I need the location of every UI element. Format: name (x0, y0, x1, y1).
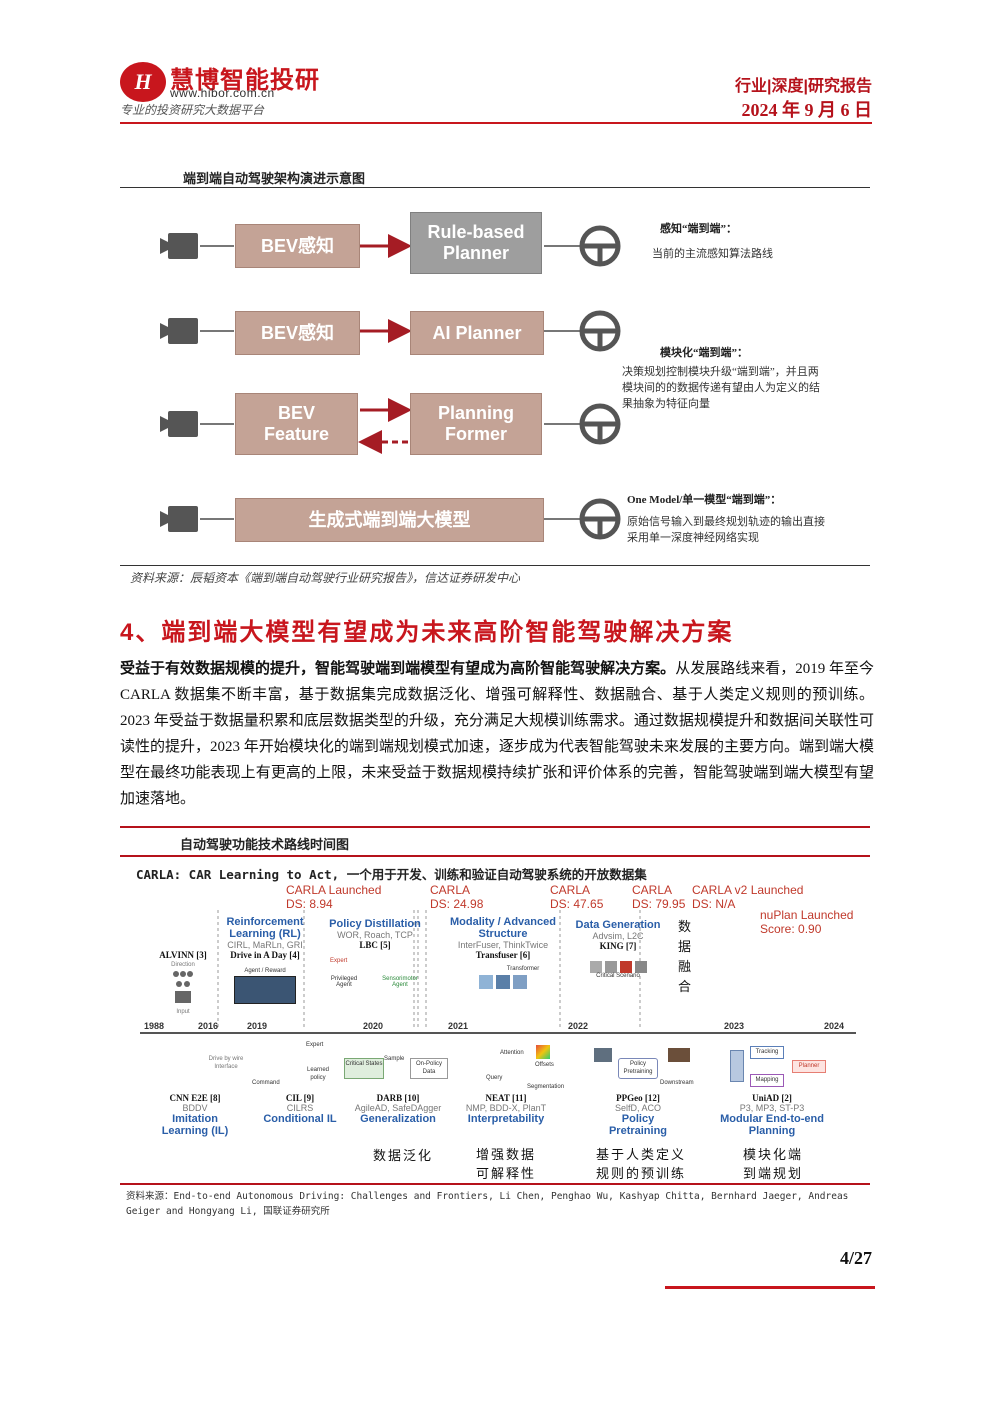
note-modular-title: 模块化“端到端”： (660, 347, 748, 359)
camera-icon (160, 506, 198, 532)
group-policy-pretraining: PPGeo [12] SelfD, ACO Policy Pretraining (608, 1093, 668, 1137)
note-modular-body: 决策规划控制模块升级“端到端”，并且两模块间的的数据传递有望由人为定义的结果抽象… (622, 366, 820, 410)
command-label: Command (252, 1080, 280, 1086)
figure2-title: 自动驾驶功能技术路线时间图 (180, 837, 350, 852)
steering-wheel-icon (579, 403, 621, 445)
section-paragraph: 受益于有效数据规模的提升，智能驾驶端到端模型有望成为高阶智能驾驶解决方案。从发展… (120, 656, 874, 812)
learned-policy-label: Learned policy (306, 1067, 330, 1081)
note-one-model-title: One Model/单一模型“端到端”： (627, 494, 782, 506)
logo-mark-icon: H (120, 62, 166, 102)
group-modular-e2e-planning: UniAD [2] P3, MP3, ST-P3 Modular End-to-… (720, 1093, 824, 1137)
bev-perception-box-2: BEV感知 (235, 311, 360, 355)
figure2-subtitle-rule (120, 855, 870, 857)
figure1-diagram (160, 225, 621, 540)
timeline-axis (140, 1032, 856, 1034)
sample-label: Sample (384, 1056, 405, 1062)
figure1-top-rule (120, 187, 870, 188)
figure2-source: 资料来源：End-to-end Autonomous Driving: Chal… (126, 1191, 849, 1217)
group-alvinn: ALVINN [3] Direction Input (159, 950, 207, 1015)
carla-caption: CARLA: CAR Learning to Act, 一个用于开发、训练和验证… (136, 867, 647, 882)
year-2016: 2016 (198, 1021, 219, 1031)
ppgeo-frame-1 (594, 1048, 612, 1062)
drive-by-wire-label: Drive by wire Interface (208, 1056, 244, 1070)
section-title: 4、端到端大模型有望成为未来高阶智能驾驶解决方案 (120, 619, 734, 646)
paragraph-lead: 受益于有效数据规模的提升，智能驾驶端到端模型有望成为高阶智能驾驶解决方案。 (120, 661, 676, 677)
mapping-box: Mapping (750, 1074, 784, 1087)
note-perception-body: 当前的主流感知算法路线 (652, 248, 773, 260)
query-label: Query (486, 1075, 503, 1081)
logo-url[interactable]: www.hibor.com.cn (170, 86, 275, 100)
group-data-generation: Data Generation Advsim, L2C KING [7] Cri… (575, 919, 661, 979)
figure1-bottom-rule (120, 565, 870, 566)
steering-wheel-icon (579, 225, 621, 267)
on-policy-data-box: On-Policy Data (410, 1058, 448, 1079)
note-one-model-body: 原始信号输入到最终规划轨迹的输出直接采用单一深度神经网络实现 (627, 516, 825, 544)
critical-states-box: Critical States (344, 1058, 384, 1079)
ai-planner-box: AI Planner (410, 311, 544, 355)
note-data-generalization: 数据泛化 (373, 1148, 434, 1163)
figure1-source: 资料来源：辰韬资本《端到端自动驾驶行业研究报告》，信达证券研发中心 (130, 571, 521, 585)
year-2019: 2019 (247, 1021, 268, 1031)
note-interpretability: 增强数据可解释性 (476, 1147, 537, 1181)
year-2023: 2023 (724, 1021, 745, 1031)
offsets-label: Offsets (535, 1062, 554, 1068)
steering-wheel-icon (579, 498, 621, 540)
rule-based-planner-box: Rule-based Planner (410, 212, 542, 274)
figure1-title: 端到端自动驾驶架构演进示意图 (183, 171, 366, 186)
tracking-box: Tracking (750, 1046, 784, 1059)
downstream-label: Downstream (660, 1080, 694, 1086)
report-date: 2024 年 9 月 6 日 (741, 100, 873, 120)
policy-pretraining-box: Policy Pretraining (618, 1058, 658, 1079)
footer-accent-line (665, 1286, 875, 1289)
planning-former-box: Planning Former (410, 393, 542, 455)
expert-label: Expert (306, 1042, 324, 1048)
group-imitation-learning: CNN E2E [8] BDDV Imitation Learning (IL) (161, 1093, 229, 1137)
group-policy-distillation: Policy Distillation WOR, Roach, TCP LBC … (329, 918, 421, 988)
group-separators (217, 910, 641, 1028)
logo-slogan: 专业的投资研究大数据平台 (120, 103, 265, 117)
attention-label: Attention (500, 1050, 524, 1056)
group-generalization: DARB [10] AgileAD, SafeDAgger Generaliza… (354, 1093, 442, 1125)
camera-icon (160, 233, 198, 259)
year-1988: 1988 (144, 1021, 165, 1031)
figure2-top-rule (120, 826, 870, 828)
group-interpretability: NEAT [11] NMP, BDD-X, PlanT Interpretabi… (465, 1093, 547, 1125)
generative-e2e-model-box: 生成式端到端大模型 (235, 498, 544, 542)
attention-heatmap (536, 1045, 550, 1059)
group-rl: Reinforcement Learning (RL) CIRL, MaRLn,… (218, 916, 312, 1004)
segmentation-label: Segmentation (527, 1084, 565, 1090)
year-2022: 2022 (568, 1021, 589, 1031)
year-2024: 2024 (824, 1021, 845, 1031)
page-number: 4/27 (839, 1248, 872, 1268)
year-2021: 2021 (448, 1021, 469, 1031)
camera-icon (160, 318, 198, 344)
steering-wheel-icon (579, 310, 621, 352)
report-category: 行业|深度|研究报告 (735, 78, 872, 95)
group-conditional-il: CIL [9] CILRS Conditional IL (263, 1093, 337, 1125)
neural-net-icon (173, 971, 193, 1003)
logo-name: 慧博智能投研 (170, 67, 320, 94)
fusion-note: 数据融合 (678, 919, 697, 994)
note-perception-title: 感知“端到端”： (660, 223, 737, 235)
note-human-rule-pretraining: 基于人类定义规则的预训练 (596, 1147, 687, 1181)
year-2020: 2020 (363, 1021, 384, 1031)
header-divider (120, 122, 872, 124)
note-modular-planning: 模块化端到端规划 (743, 1147, 804, 1181)
ppgeo-frame-2 (668, 1048, 690, 1062)
planner-box: Planner (792, 1060, 826, 1073)
camera-icon (160, 411, 198, 437)
figure2-bottom-rule (120, 1183, 870, 1185)
rl-scene-image (234, 976, 296, 1004)
bev-feature-box: BEV Feature (235, 393, 358, 455)
bev-perception-box: BEV感知 (235, 224, 360, 268)
group-modality: Modality / Advanced Structure InterFuser… (448, 916, 558, 989)
uniad-backbone (730, 1050, 744, 1082)
paragraph-body: 从发展路线来看，2019 年至今 CARLA 数据集不断丰富，基于数据集完成数据… (120, 661, 874, 807)
